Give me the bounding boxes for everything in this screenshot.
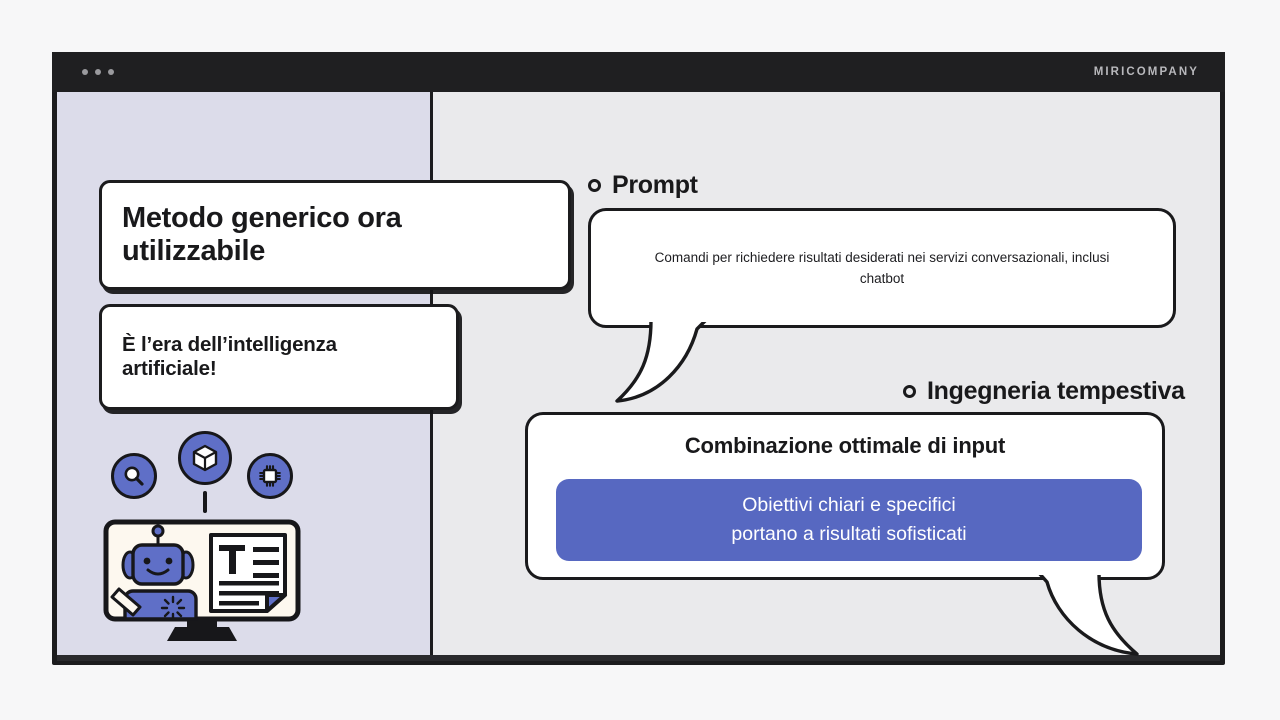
right-panel: Prompt Comandi per richiedere risultati … <box>433 92 1220 657</box>
card-primary-text: Metodo generico ora utilizzabile <box>122 202 402 267</box>
left-panel: Metodo generico ora utilizzabile È l’era… <box>57 92 571 657</box>
highlight-line-1: Obiettivi chiari e specifici <box>742 494 956 516</box>
window-dot-2[interactable] <box>95 69 101 75</box>
section-heading-engineering-label: Ingegneria tempestiva <box>927 377 1185 405</box>
section-heading-engineering: Ingegneria tempestiva <box>903 377 1185 406</box>
highlight-chip: Obiettivi chiari e specifici portano a r… <box>556 479 1142 561</box>
card-primary: Metodo generico ora utilizzabile <box>99 180 571 290</box>
speech-bubble-prompt-text: Comandi per richiedere risultati desider… <box>654 250 1110 286</box>
window-titlebar: MIRICOMPANY <box>52 52 1225 92</box>
card-secondary: È l’era dell’intelligenza artificiale! <box>99 304 459 410</box>
highlight-line-2: portano a risultati sofisticati <box>731 523 967 545</box>
speech-bubble-engineering: Combinazione ottimale di input Obiettivi… <box>525 412 1165 580</box>
illustration-group <box>99 427 399 642</box>
icon-row <box>99 427 399 513</box>
cube-icon <box>178 431 232 485</box>
speech-bubble-prompt: Comandi per richiedere risultati desider… <box>588 208 1176 328</box>
ring-bullet-icon <box>903 385 916 398</box>
window-content: Metodo generico ora utilizzabile È l’era… <box>57 92 1220 657</box>
window-bottom-strip <box>57 655 1220 661</box>
window-controls[interactable] <box>82 69 114 75</box>
connector-stem <box>203 491 207 513</box>
window-dot-1[interactable] <box>82 69 88 75</box>
section-heading-prompt: Prompt <box>588 171 698 200</box>
ring-bullet-icon <box>588 179 601 192</box>
speech-bubble-prompt-tail <box>615 317 709 403</box>
speech-bubble-engineering-tail <box>1037 570 1139 656</box>
app-window: MIRICOMPANY Metodo generico ora utilizza… <box>52 52 1225 665</box>
section-heading-prompt-label: Prompt <box>612 171 698 199</box>
search-icon <box>111 453 157 499</box>
chip-icon <box>247 453 293 499</box>
brand-label: MIRICOMPANY <box>1093 66 1199 78</box>
window-dot-3[interactable] <box>108 69 114 75</box>
card-secondary-text: È l’era dell’intelligenza artificiale! <box>122 333 337 380</box>
robot-monitor-illustration <box>103 519 301 644</box>
bubble-heading: Combinazione ottimale di input <box>684 433 1006 458</box>
